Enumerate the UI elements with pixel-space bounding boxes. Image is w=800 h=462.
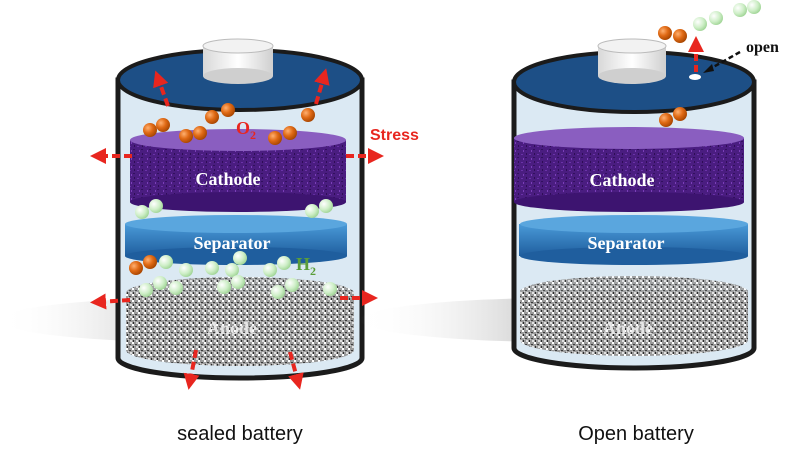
sealed-cathode: Cathode (130, 129, 346, 212)
sealed-caption: sealed battery (177, 423, 303, 445)
open-o2-bubbles (658, 26, 687, 127)
sealed-h2-label: H2 (296, 254, 316, 278)
sealed-anode: Anode (126, 277, 354, 366)
open-anode: Anode (520, 276, 748, 356)
sealed-o2-label: O2 (236, 118, 256, 142)
open-anode-label: Anode (603, 318, 653, 338)
open-label: open (746, 39, 779, 56)
open-cathode-label: Cathode (589, 170, 654, 190)
open-separator: Separator (519, 215, 748, 265)
sealed-terminal-cap (202, 38, 274, 84)
open-pointer (703, 50, 741, 73)
stress-arrow (153, 70, 170, 107)
open-battery: Anode Separator Cathode (360, 0, 779, 445)
open-caption: Open battery (578, 423, 694, 445)
sealed-h2-bubbles (135, 199, 337, 299)
open-cathode: Cathode (514, 127, 744, 212)
vent-hole (689, 74, 701, 80)
open-separator-label: Separator (588, 233, 665, 253)
stress-arrow (314, 68, 330, 105)
sealed-separator: Separator (125, 215, 347, 265)
stress-arrow (90, 293, 131, 310)
stress-arrow (183, 349, 200, 390)
sealed-anode-label: Anode (207, 318, 257, 338)
stress-arrow (288, 351, 304, 390)
sealed-stress-label: Stress (370, 127, 419, 144)
open-terminal-cap (597, 38, 667, 84)
sealed-battery: Anode Separator Cathode (0, 38, 419, 445)
sealed-separator-label: Separator (194, 233, 271, 253)
sealed-stress-arrows (90, 68, 384, 390)
sealed-cathode-label: Cathode (195, 169, 260, 189)
sealed-o2-bubbles (129, 103, 315, 275)
open-h2-bubbles (693, 0, 761, 31)
